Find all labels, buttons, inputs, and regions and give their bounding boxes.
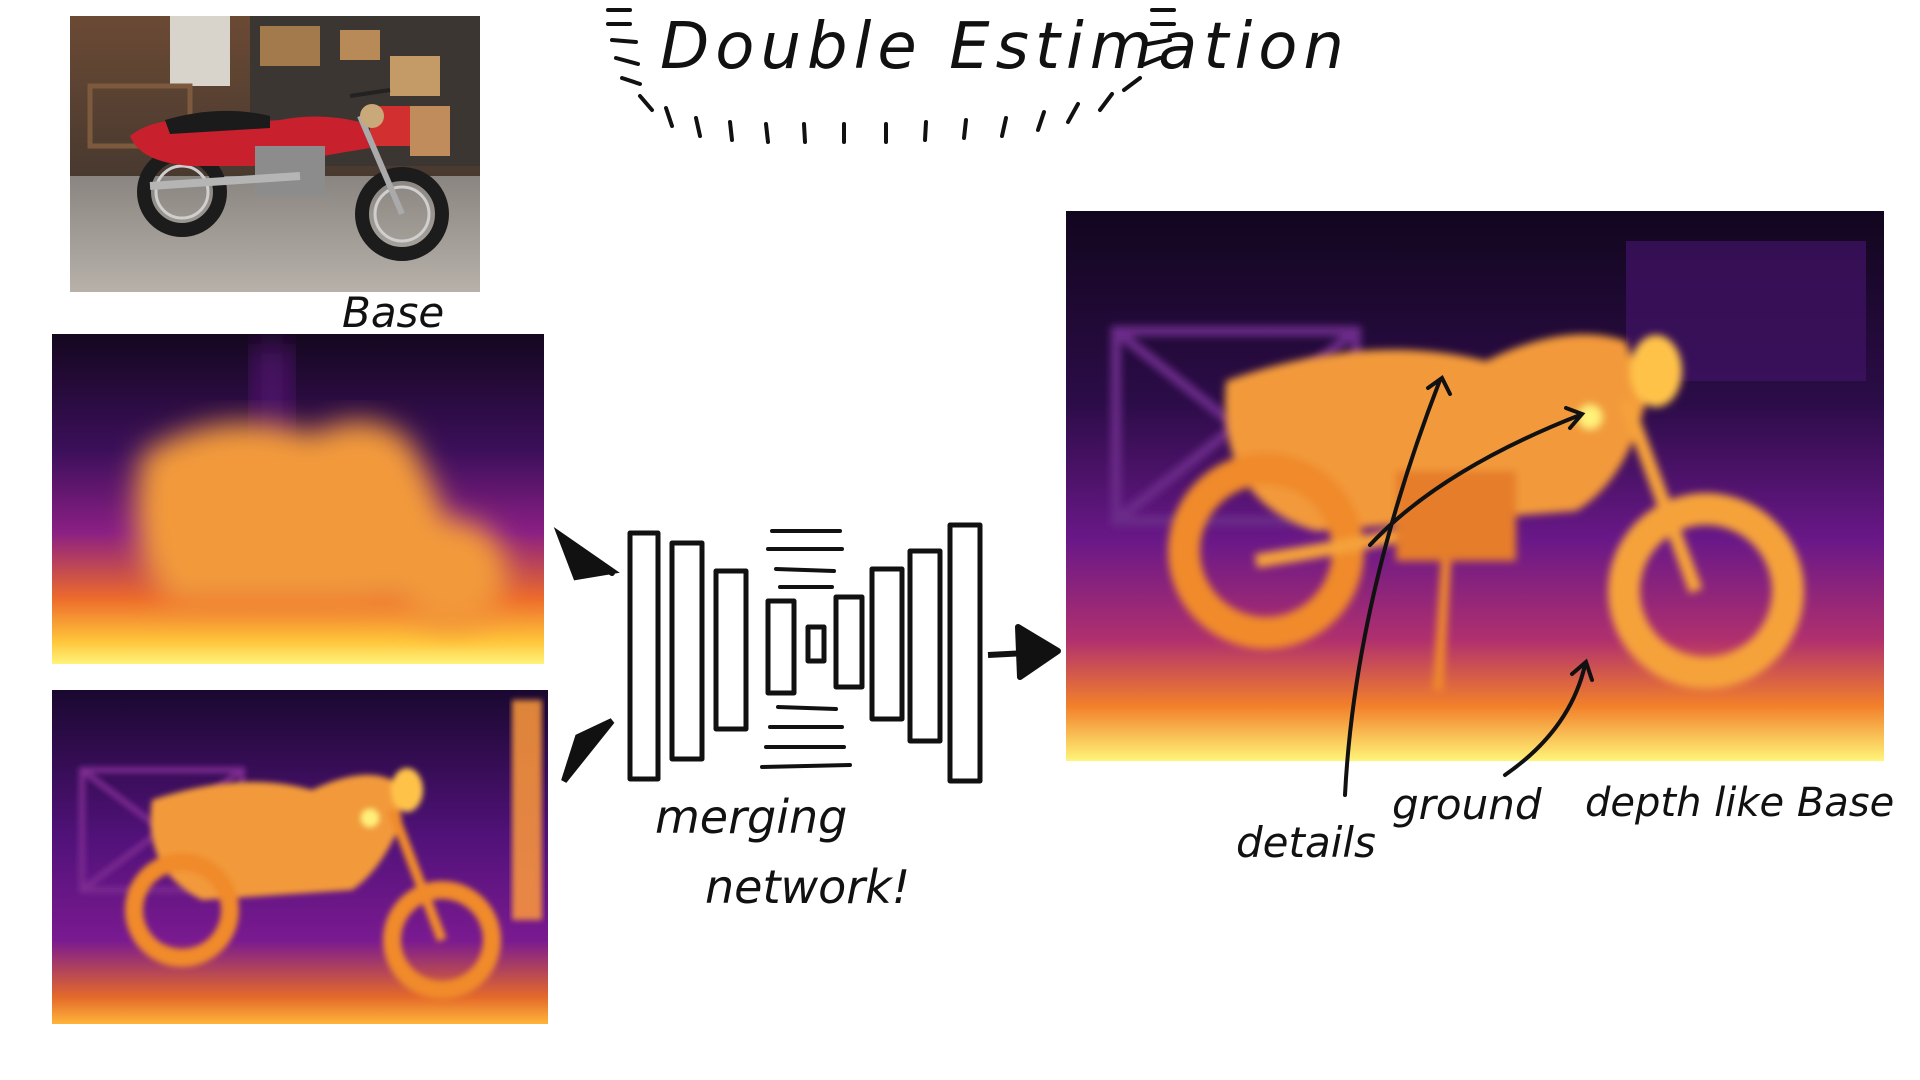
depth-map-high-res	[52, 690, 548, 1024]
base-label: Base	[342, 288, 445, 337]
merging-network-diagram	[553, 522, 1061, 784]
depth-map-merged	[1066, 211, 1884, 761]
merging-label-line1: merging	[655, 790, 848, 844]
title: Double Estimation	[660, 10, 1350, 84]
depth-like-base-label: depth like Base	[1585, 780, 1895, 826]
ground-label: ground	[1392, 780, 1542, 829]
depth-map-low-res	[52, 334, 544, 664]
details-label: details	[1236, 818, 1376, 867]
title-sunburst	[606, 8, 1176, 144]
base-photo	[70, 16, 480, 292]
merging-label-line2: network!	[705, 860, 911, 914]
